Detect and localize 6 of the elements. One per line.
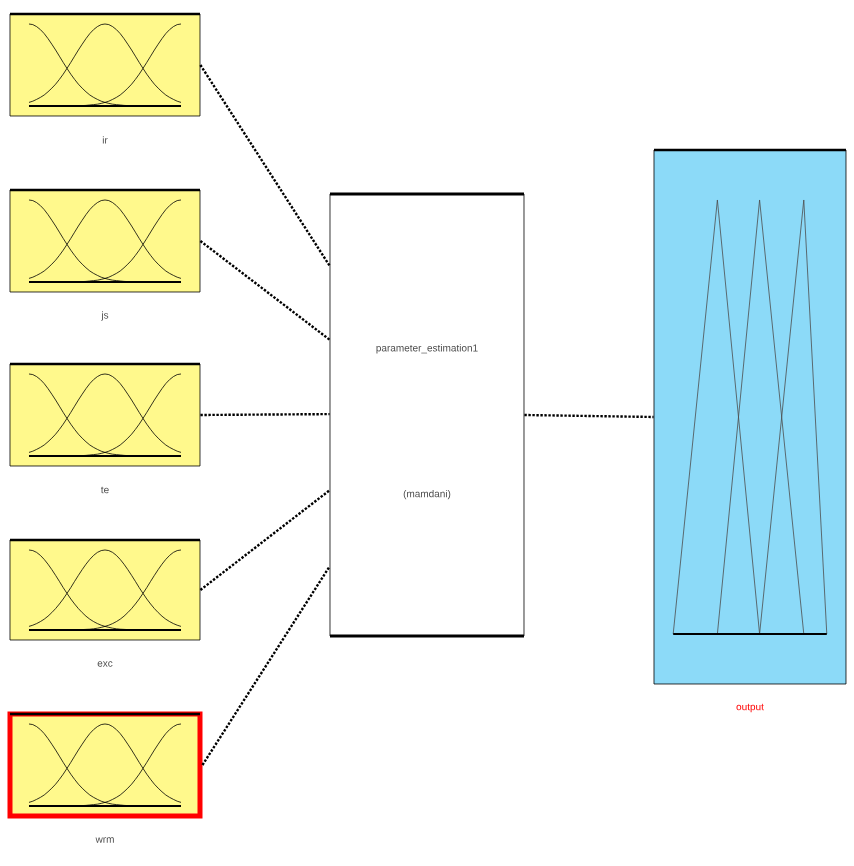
connector-line <box>199 240 331 341</box>
connector-line <box>524 413 654 419</box>
connector-line <box>199 64 331 267</box>
connector-line <box>199 489 331 591</box>
connector-line <box>200 412 330 417</box>
connector-line <box>201 565 331 766</box>
